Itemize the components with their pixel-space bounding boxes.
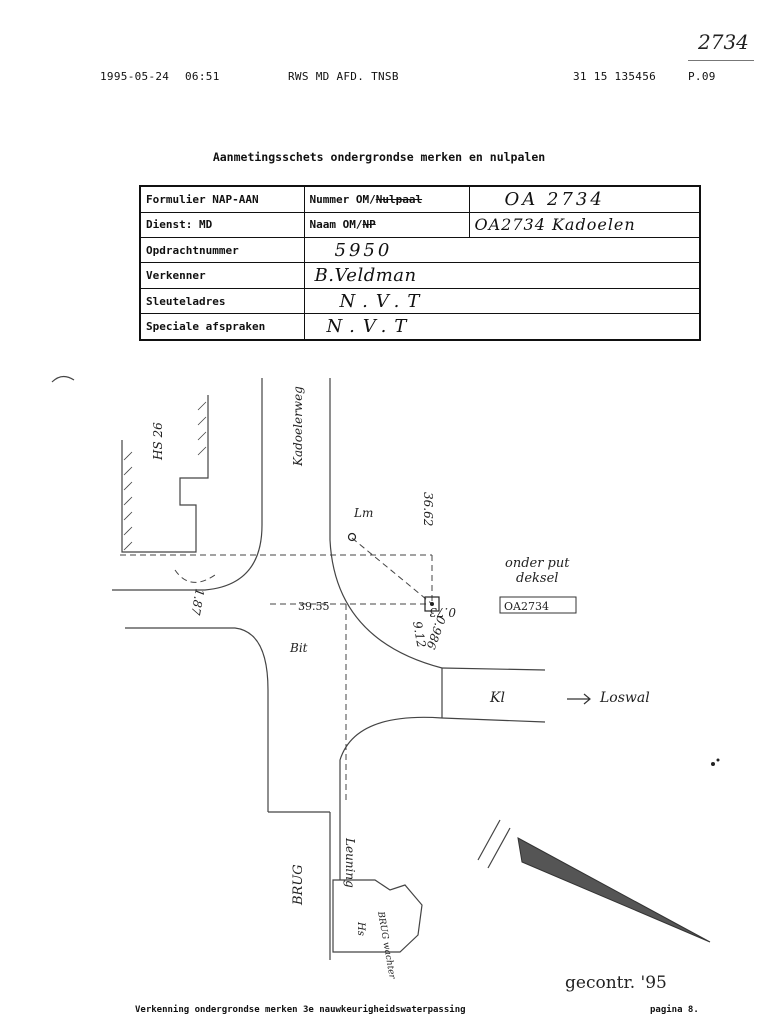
dist-3955-label: 39.55 xyxy=(298,600,330,613)
form-row-speciale: Speciale afspraken N.V.T xyxy=(139,313,701,341)
footer-right: pagina 8. xyxy=(650,1005,699,1015)
hs-label: Hs xyxy=(355,921,366,936)
fax-page: P.09 xyxy=(688,70,716,83)
speck xyxy=(711,762,715,766)
sleutel-label: Sleuteladres xyxy=(139,287,305,315)
mark-id-label: OA2734 xyxy=(504,600,549,613)
road-edge-kl-top xyxy=(441,667,546,671)
bit-label: Bit xyxy=(289,641,308,655)
bridge-rail xyxy=(329,812,341,960)
fax-phone: 31 15 135456 xyxy=(573,70,657,83)
page-number-underline xyxy=(688,60,754,61)
road-edge-bottom-left xyxy=(125,627,269,812)
punch-hole-mark xyxy=(51,375,75,383)
formulier-label: Formulier NAP-AAN xyxy=(139,185,305,213)
lm-label: Lm xyxy=(353,506,373,520)
document-title: Aanmetingsschets ondergrondse merken en … xyxy=(212,150,546,164)
dist-073-label: 0.73 xyxy=(429,605,456,619)
speciale-value: N.V.T xyxy=(303,313,701,341)
handwritten-page-number: 2734 xyxy=(698,30,749,54)
road-edge-lower-curve xyxy=(339,716,443,812)
measure-line-diagonal xyxy=(351,537,433,605)
house-label: HS 26 xyxy=(151,422,165,461)
north-arrow xyxy=(517,837,711,943)
house-outline xyxy=(121,395,209,553)
leuning-label: Leuning xyxy=(343,837,357,888)
fax-sender: RWS MD AFD. TNSB xyxy=(288,70,399,83)
signoff: gecontr. '95 xyxy=(565,973,667,993)
opdracht-label: Opdrachtnummer xyxy=(139,236,305,264)
form-row-verkenner: Verkenner B.Veldman xyxy=(139,262,701,289)
kl-label: Kl xyxy=(489,690,505,706)
form-row-formulier: Formulier NAP-AAN Nummer OM/Nulpaal OA 2… xyxy=(139,185,701,213)
brug-wachter-house xyxy=(332,879,423,953)
nap-form-table: Formulier NAP-AAN Nummer OM/Nulpaal OA 2… xyxy=(139,185,701,341)
verkenner-value: B.Veldman xyxy=(303,262,701,289)
form-row-dienst: Dienst: MD Naam OM/NP OA2734 Kadoelen xyxy=(139,211,701,239)
brugwachter-label: BRUG wachter xyxy=(375,910,397,981)
dist-912-label: 9.12 xyxy=(410,620,428,649)
mark-point xyxy=(430,602,434,606)
naam-value: OA2734 Kadoelen xyxy=(468,211,701,239)
north-arrow-ticks xyxy=(477,819,511,869)
road-edge-right-curve xyxy=(329,378,443,669)
nummer-value: OA 2734 xyxy=(468,185,701,213)
speck xyxy=(716,758,720,762)
house-hatching xyxy=(123,401,207,551)
street-label: Kadoelerweg xyxy=(291,386,305,467)
measure-arc xyxy=(174,569,216,583)
opdracht-value: 5950 xyxy=(303,236,701,264)
lm-point xyxy=(347,532,357,542)
mark-desc-line1: onder put xyxy=(505,556,570,571)
brug-label: BRUG xyxy=(291,864,306,906)
fax-time: 06:51 xyxy=(185,70,220,83)
fax-date: 1995-05-24 xyxy=(100,70,170,83)
verkenner-label: Verkenner xyxy=(139,262,305,289)
speciale-label: Speciale afspraken xyxy=(139,313,305,341)
dist-187-label: 1.87 xyxy=(188,587,206,616)
mark-square xyxy=(424,596,440,612)
mark-desc-line2: deksel xyxy=(516,571,558,586)
dist-top-label: 36.62 xyxy=(421,492,435,526)
form-row-opdracht: Opdrachtnummer 5950 xyxy=(139,236,701,264)
dienst-label: Dienst: MD xyxy=(139,211,305,239)
road-edge-kl-bottom xyxy=(441,717,546,723)
road-edge-top-left xyxy=(112,378,263,591)
sleutel-value: N.V.T xyxy=(303,287,701,315)
form-row-sleutel: Sleuteladres N.V.T xyxy=(139,287,701,315)
mark-id-box xyxy=(499,596,577,614)
loswal-arrow xyxy=(567,693,591,705)
loswal-label: Loswal xyxy=(599,690,650,706)
footer-left: Verkenning ondergrondse merken 3e nauwke… xyxy=(135,1005,466,1015)
